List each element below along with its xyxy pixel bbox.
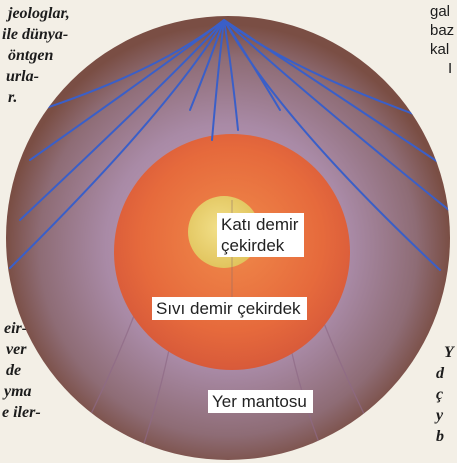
inner-core-label-line: çekirdek: [221, 235, 298, 256]
mantle-label: Yer mantosu: [208, 390, 313, 413]
outer-core-label: Sıvı demir çekirdek: [152, 297, 307, 320]
inner-core-label: Katı demir çekirdek: [217, 213, 304, 257]
inner-core-label-line: Katı demir: [221, 214, 298, 235]
